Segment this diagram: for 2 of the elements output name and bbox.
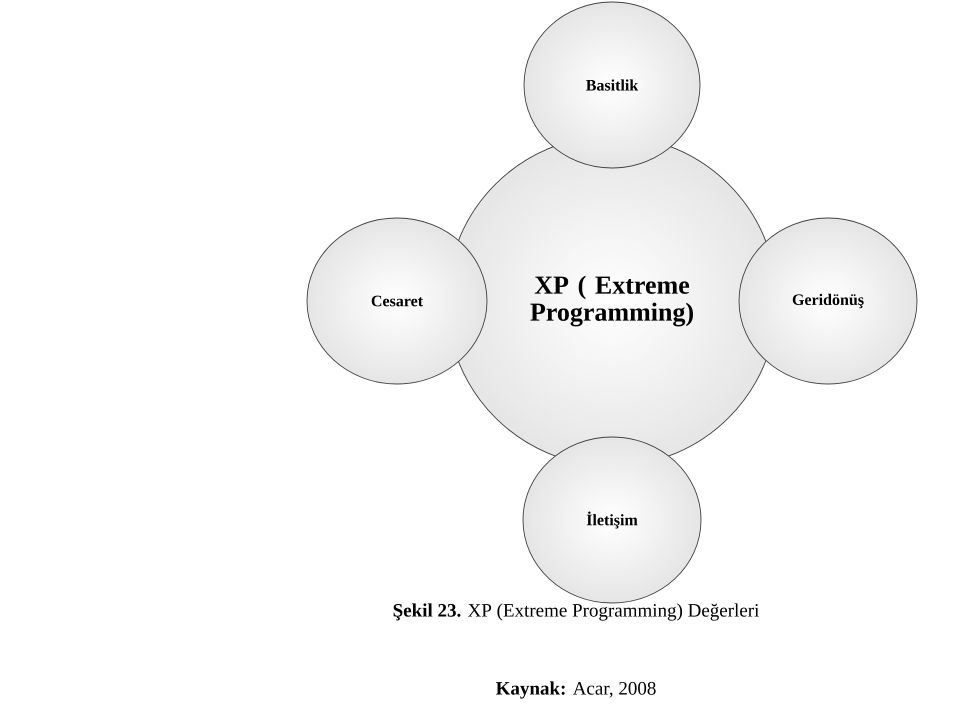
source-note: Kaynak: Acar, 2008	[496, 681, 656, 699]
figure-caption: Şekil 23. XP (Extreme Programming) Değerleri	[394, 603, 759, 621]
